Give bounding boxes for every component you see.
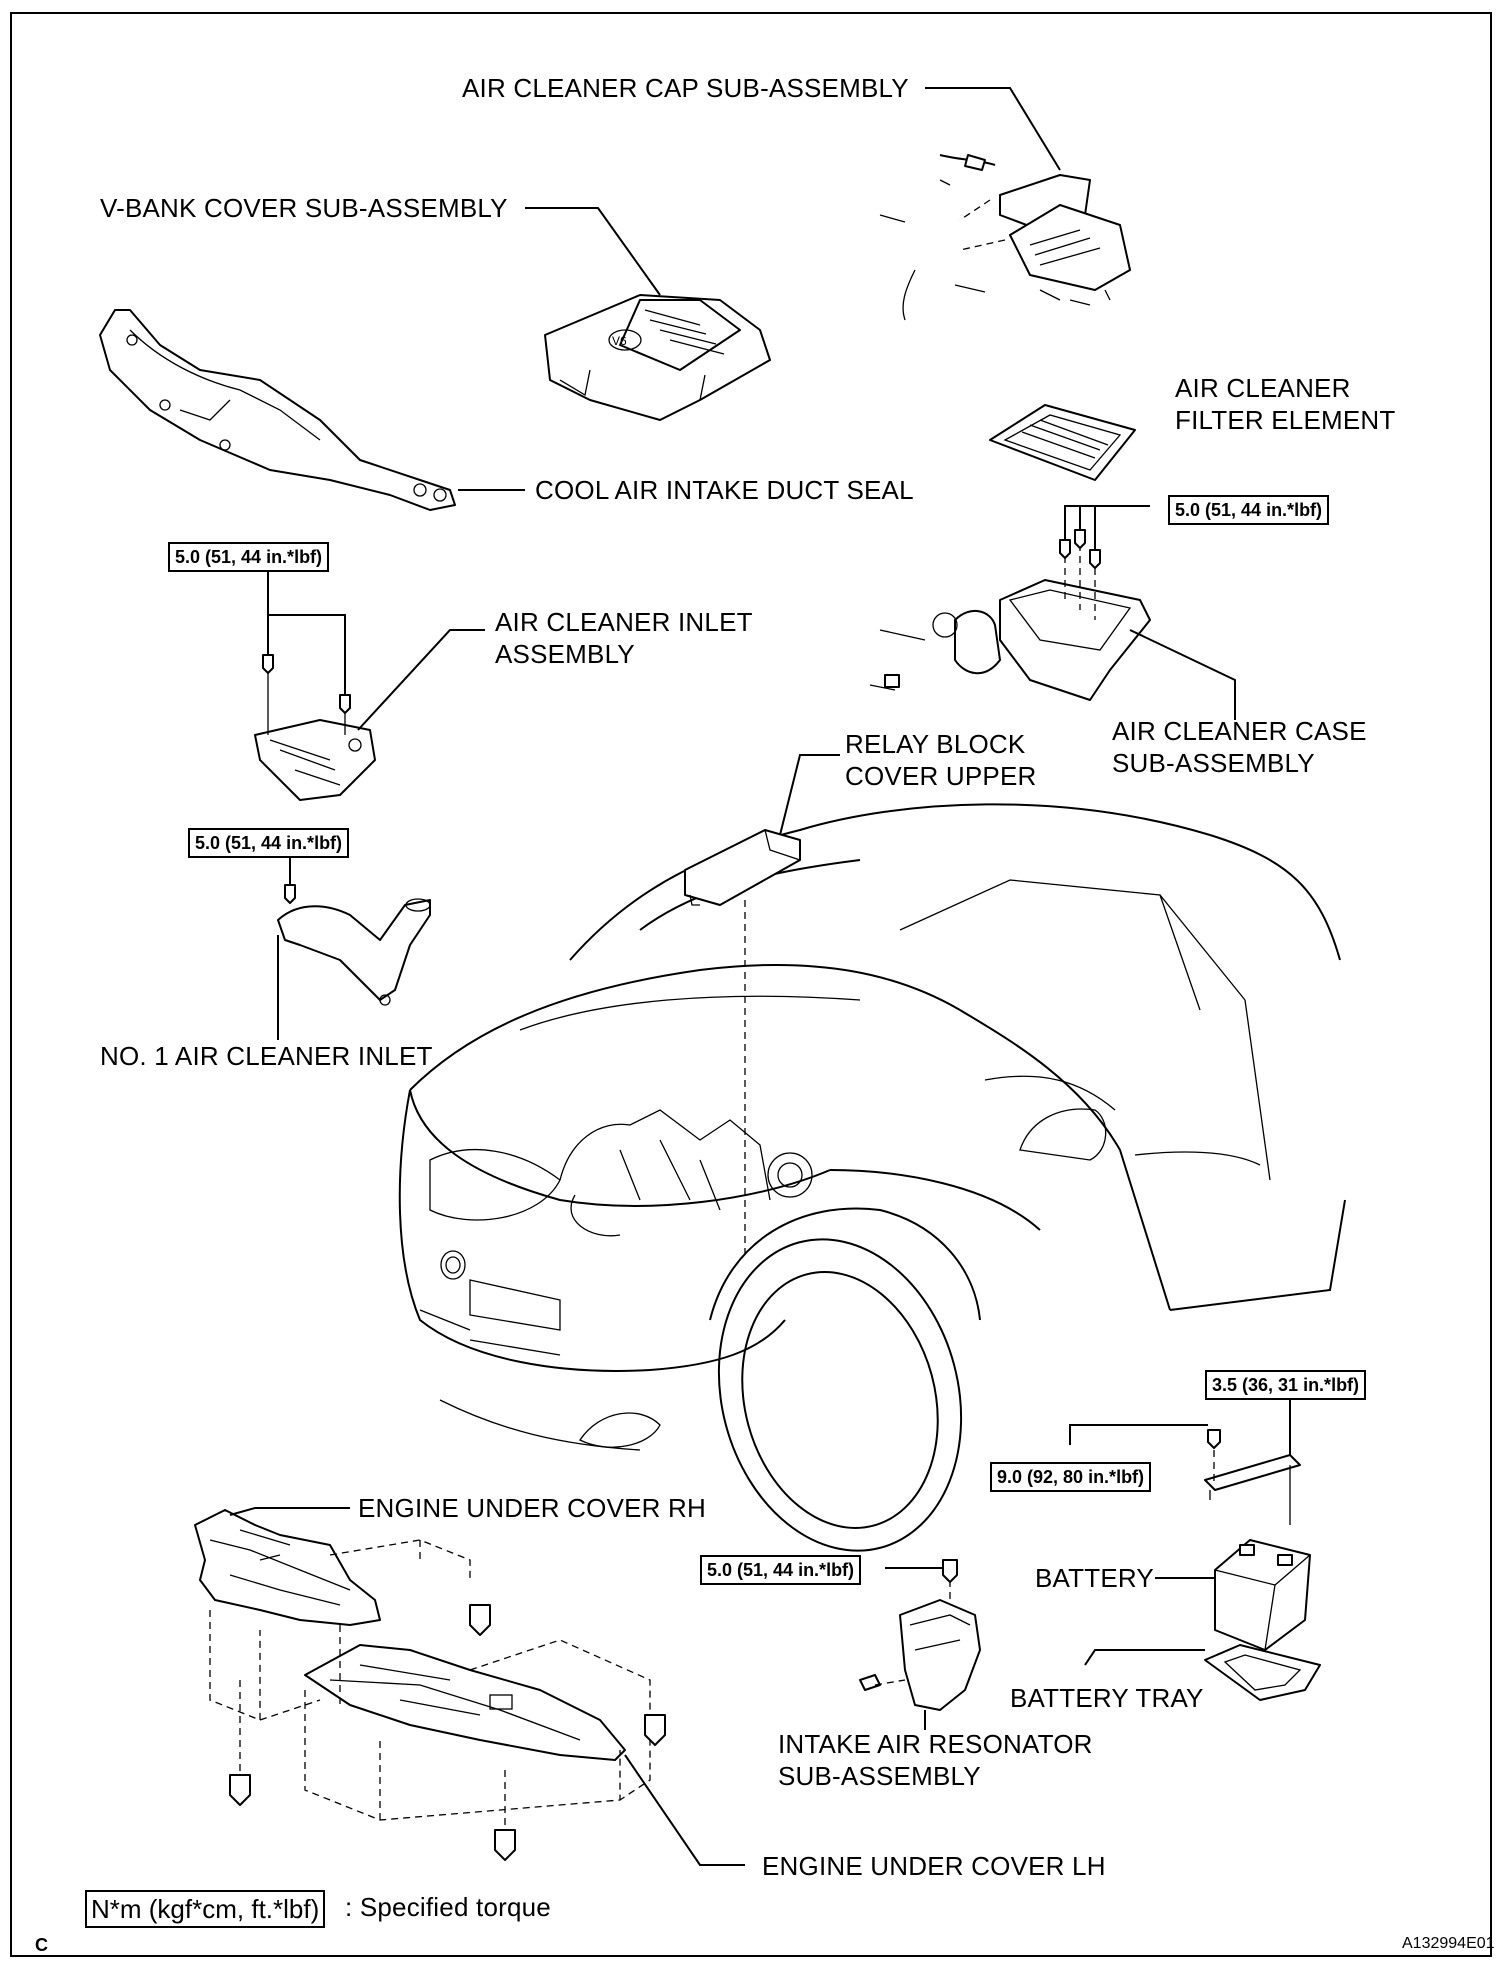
label-battery-tray: BATTERY TRAY xyxy=(1010,1683,1204,1713)
air-cleaner-inlet-assembly-part xyxy=(254,660,376,801)
torque-inlet-assembly: 5.0 (51, 44 in.*lbf) xyxy=(168,542,330,572)
torque-no1-inlet: 5.0 (51, 44 in.*lbf) xyxy=(188,828,350,858)
label-filter-element-line2: FILTER ELEMENT xyxy=(1175,405,1396,435)
relay-block-cover-upper-part xyxy=(684,829,801,906)
label-inlet-assembly-line2: ASSEMBLY xyxy=(495,639,635,669)
air-cleaner-filter-element-part xyxy=(989,404,1136,481)
vehicle-outline xyxy=(398,803,1346,1552)
v-bank-cover-part: V6 xyxy=(544,294,771,421)
engine-under-cover-rh-part xyxy=(194,1509,381,1626)
battery-part xyxy=(1214,1539,1311,1651)
label-engine-under-cover-rh: ENGINE UNDER COVER RH xyxy=(358,1493,707,1523)
figure-id: A132994E01 xyxy=(1402,1935,1495,1952)
label-resonator-line2: SUB-ASSEMBLY xyxy=(778,1761,981,1791)
label-relay-line1: RELAY BLOCK xyxy=(845,729,1026,759)
torque-battery-clamp: 3.5 (36, 31 in.*lbf) xyxy=(1205,1370,1367,1400)
label-filter-element-line1: AIR CLEANER xyxy=(1175,373,1351,403)
label-case-line1: AIR CLEANER CASE xyxy=(1112,716,1367,746)
label-engine-under-cover-lh: ENGINE UNDER COVER LH xyxy=(762,1851,1106,1881)
torque-resonator: 5.0 (51, 44 in.*lbf) xyxy=(700,1555,862,1585)
v6-badge: V6 xyxy=(612,334,627,348)
engine-under-cover-lh-part xyxy=(304,1644,626,1761)
intake-air-resonator-part xyxy=(859,1559,981,1711)
no1-air-cleaner-inlet-part xyxy=(277,898,431,1006)
label-inlet-assembly-line1: AIR CLEANER INLET xyxy=(495,607,753,637)
label-battery: BATTERY xyxy=(1035,1563,1154,1593)
footer-left-code: C xyxy=(35,1935,48,1955)
figure-frame xyxy=(10,12,1492,1957)
label-v-bank-cover: V-BANK COVER SUB-ASSEMBLY xyxy=(100,193,508,223)
under-cover-fasteners xyxy=(229,1604,666,1861)
torque-battery-terminal: 9.0 (92, 80 in.*lbf) xyxy=(990,1462,1152,1492)
label-case-line2: SUB-ASSEMBLY xyxy=(1112,748,1315,778)
torque-case-bolts: 5.0 (51, 44 in.*lbf) xyxy=(1168,495,1330,525)
legend-description: : Specified torque xyxy=(345,1892,551,1922)
leader-lines xyxy=(229,87,1291,1866)
air-cleaner-case-part xyxy=(869,520,1151,701)
battery-tray-part xyxy=(1204,1644,1321,1701)
label-cool-air-intake-duct-seal: COOL AIR INTAKE DUCT SEAL xyxy=(535,475,914,505)
cool-air-intake-duct-seal-part xyxy=(99,309,456,511)
legend-unit-box: N*m (kgf*cm, ft.*lbf) xyxy=(85,1890,326,1928)
label-air-cleaner-cap: AIR CLEANER CAP SUB-ASSEMBLY xyxy=(462,73,909,103)
battery-clamp-part xyxy=(1204,1429,1301,1525)
air-cleaner-cap-part xyxy=(879,154,1131,321)
label-relay-line2: COVER UPPER xyxy=(845,761,1037,791)
label-resonator-line1: INTAKE AIR RESONATOR xyxy=(778,1729,1093,1759)
bolt-fasteners xyxy=(262,529,1101,904)
label-no1-air-cleaner-inlet: NO. 1 AIR CLEANER INLET xyxy=(100,1041,433,1071)
